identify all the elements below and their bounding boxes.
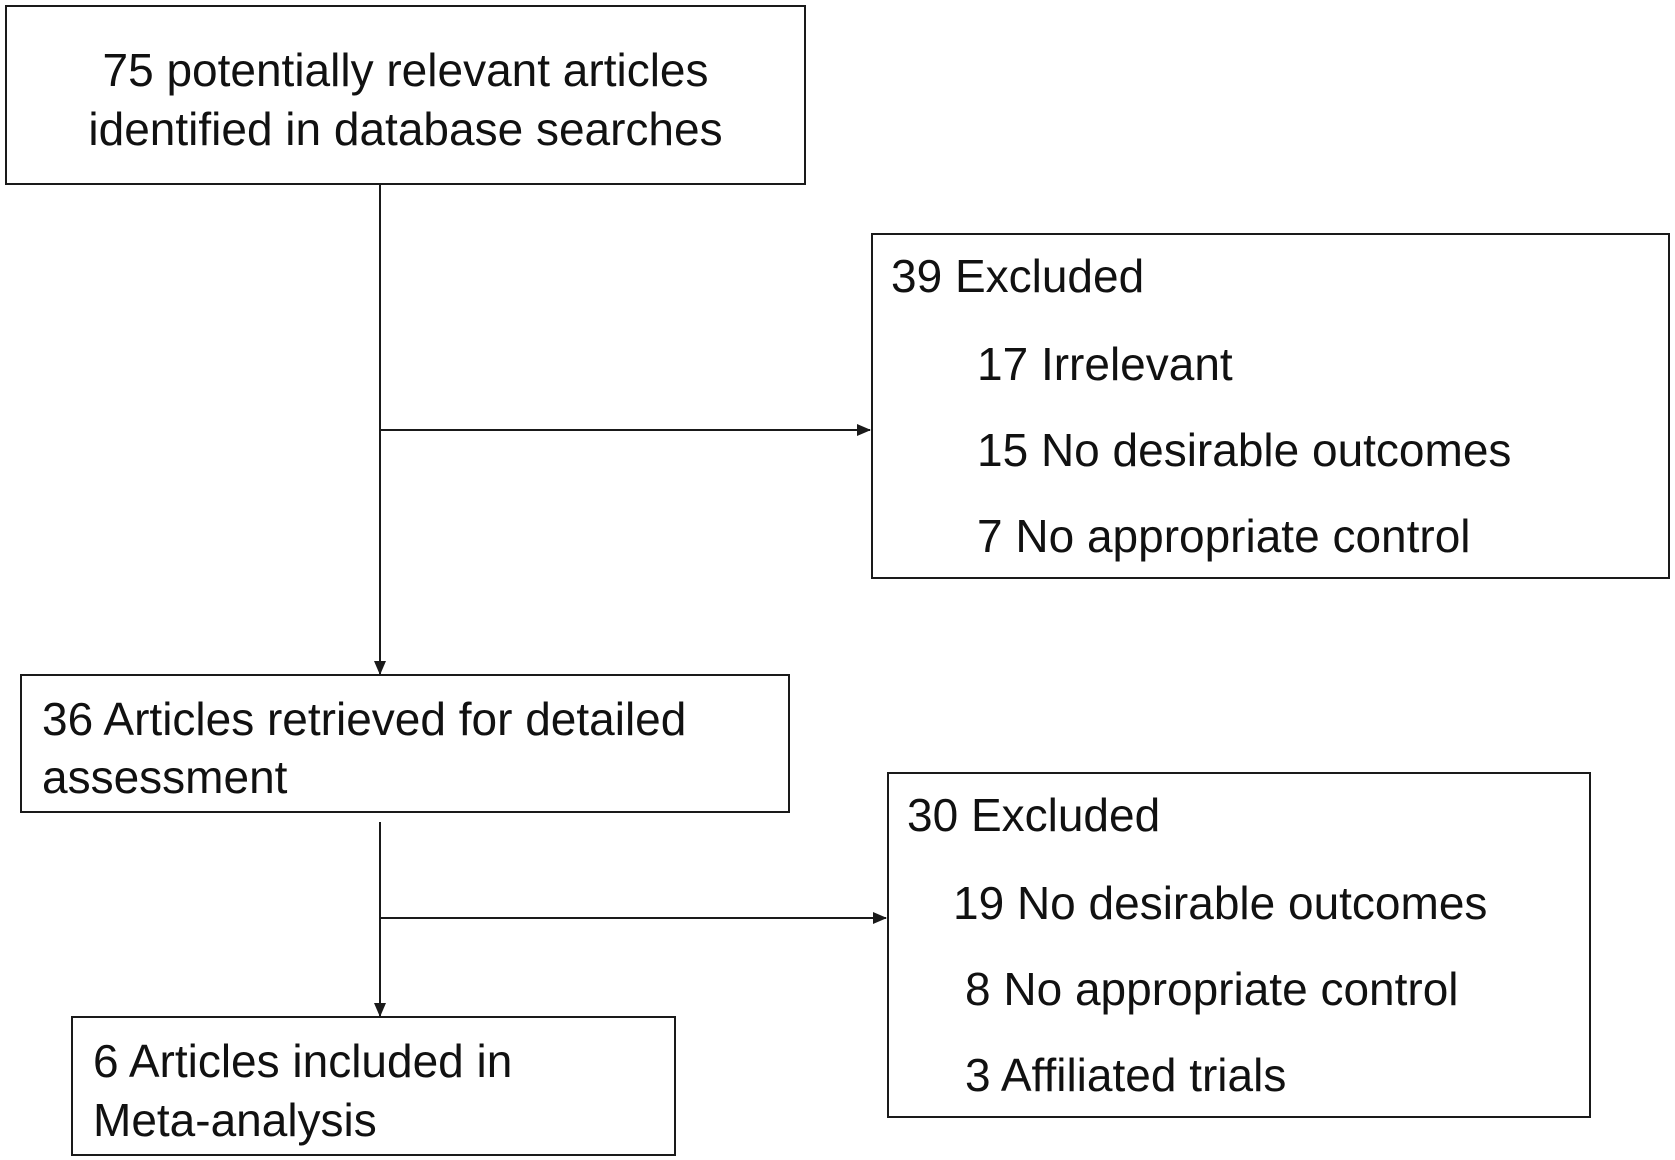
first-exclusion-item: 15 No desirable outcomes [977,424,1512,476]
included-articles-box: 6 Articles included in Meta-analysis [71,1016,676,1156]
identified-line-2: identified in database searches [88,103,723,155]
identified-line-1: 75 potentially relevant articles [102,44,709,96]
retrieved-line-2: assessment [42,751,288,803]
first-exclusion-item: 7 No appropriate control [977,510,1471,562]
second-exclusion-heading: 30 Excluded [907,789,1161,841]
first-exclusion-item: 17 Irrelevant [977,338,1233,390]
retrieved-articles-box: 36 Articles retrieved for detailed asses… [20,674,790,813]
second-exclusion-item: 8 No appropriate control [965,963,1459,1015]
second-exclusion-item: 19 No desirable outcomes [953,877,1488,929]
identified-articles-box: 75 potentially relevant articles identif… [5,5,806,185]
second-exclusion-item: 3 Affiliated trials [965,1049,1287,1101]
first-exclusion-box: 39 Excluded 17 Irrelevant 15 No desirabl… [871,233,1670,579]
second-exclusion-box: 30 Excluded 19 No desirable outcomes 8 N… [887,772,1591,1118]
retrieved-line-1: 36 Articles retrieved for detailed [42,693,687,745]
included-line-1: 6 Articles included in [93,1035,513,1087]
first-exclusion-heading: 39 Excluded [891,250,1145,302]
included-line-2: Meta-analysis [93,1094,377,1146]
